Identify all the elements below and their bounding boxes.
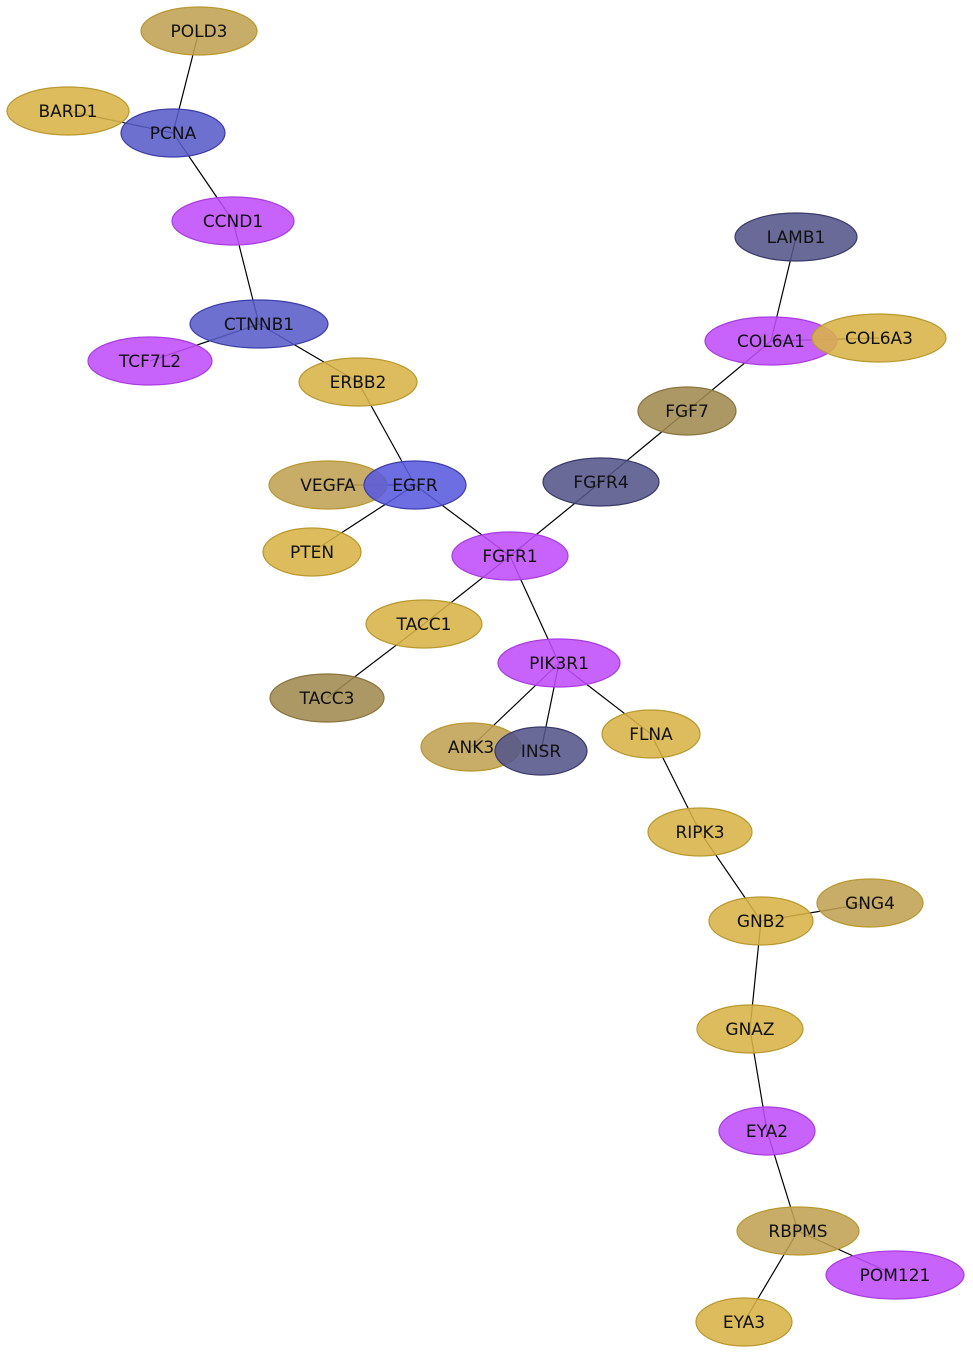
node-ellipse-fgfr1 (451, 531, 569, 581)
node-ellipse-col6a3 (811, 313, 947, 363)
node-tacc3[interactable]: TACC3 (269, 673, 385, 723)
node-ellipse-ctnnb1 (189, 299, 329, 349)
node-ellipse-gng4 (816, 878, 924, 928)
node-label-pten: PTEN (290, 543, 334, 563)
node-label-insr: INSR (521, 742, 562, 762)
node-ellipse-fgfr4 (542, 457, 660, 507)
node-ellipse-insr (494, 726, 588, 776)
node-insr[interactable]: INSR (494, 726, 588, 776)
node-label-rbpms: RBPMS (768, 1222, 827, 1242)
node-label-pik3r1: PIK3R1 (529, 654, 589, 674)
node-ellipse-pik3r1 (497, 638, 621, 688)
node-ripk3[interactable]: RIPK3 (647, 807, 753, 857)
node-fgfr1[interactable]: FGFR1 (451, 531, 569, 581)
node-label-ccnd1: CCND1 (203, 212, 263, 232)
node-label-ripk3: RIPK3 (675, 823, 724, 843)
node-label-pcna: PCNA (150, 124, 197, 144)
node-eya2[interactable]: EYA2 (718, 1106, 816, 1156)
node-pom121[interactable]: POM121 (825, 1250, 965, 1300)
node-tacc1[interactable]: TACC1 (365, 599, 483, 649)
node-fgf7[interactable]: FGF7 (637, 386, 737, 436)
node-ccnd1[interactable]: CCND1 (171, 196, 295, 246)
node-label-vegfa: VEGFA (300, 476, 356, 496)
node-tcf7l2[interactable]: TCF7L2 (87, 336, 213, 386)
node-ellipse-tacc1 (365, 599, 483, 649)
node-ank3[interactable]: ANK3 (420, 722, 522, 772)
node-label-fgfr1: FGFR1 (482, 547, 537, 567)
node-eya3[interactable]: EYA3 (695, 1297, 793, 1347)
node-ellipse-rbpms (736, 1206, 860, 1256)
node-erbb2[interactable]: ERBB2 (298, 357, 418, 407)
node-label-pold3: POLD3 (170, 22, 227, 42)
node-fgfr4[interactable]: FGFR4 (542, 457, 660, 507)
node-ellipse-gnb2 (708, 896, 814, 946)
node-egfr[interactable]: EGFR (363, 460, 467, 510)
node-ellipse-tcf7l2 (87, 336, 213, 386)
node-ellipse-gnaz (696, 1004, 804, 1054)
node-pik3r1[interactable]: PIK3R1 (497, 638, 621, 688)
node-gnaz[interactable]: GNAZ (696, 1004, 804, 1054)
node-ctnnb1[interactable]: CTNNB1 (189, 299, 329, 349)
node-ellipse-eya3 (695, 1297, 793, 1347)
node-pcna[interactable]: PCNA (120, 108, 226, 158)
node-pold3[interactable]: POLD3 (140, 6, 258, 56)
node-label-fgfr4: FGFR4 (573, 473, 628, 493)
node-pten[interactable]: PTEN (262, 527, 362, 577)
node-label-lamb1: LAMB1 (767, 228, 826, 248)
node-label-ank3: ANK3 (448, 738, 494, 758)
node-label-erbb2: ERBB2 (330, 373, 387, 393)
node-gnb2[interactable]: GNB2 (708, 896, 814, 946)
node-ellipse-erbb2 (298, 357, 418, 407)
node-ellipse-pcna (120, 108, 226, 158)
node-gng4[interactable]: GNG4 (816, 878, 924, 928)
node-label-col6a1: COL6A1 (737, 332, 805, 352)
node-flna[interactable]: FLNA (601, 709, 701, 759)
node-ellipse-pom121 (825, 1250, 965, 1300)
node-label-egfr: EGFR (392, 476, 438, 496)
node-col6a1[interactable]: COL6A1 (704, 316, 838, 366)
node-ellipse-egfr (363, 460, 467, 510)
node-label-bard1: BARD1 (38, 102, 97, 122)
node-label-tacc3: TACC3 (299, 689, 355, 709)
node-ellipse-lamb1 (734, 212, 858, 262)
node-label-gnaz: GNAZ (725, 1020, 774, 1040)
node-label-eya3: EYA3 (723, 1313, 765, 1333)
node-ellipse-pten (262, 527, 362, 577)
node-rbpms[interactable]: RBPMS (736, 1206, 860, 1256)
node-ellipse-ripk3 (647, 807, 753, 857)
node-label-tacc1: TACC1 (396, 615, 452, 635)
node-vegfa[interactable]: VEGFA (268, 460, 388, 510)
node-label-fgf7: FGF7 (665, 402, 709, 422)
node-label-pom121: POM121 (860, 1266, 931, 1286)
node-ellipse-pold3 (140, 6, 258, 56)
node-lamb1[interactable]: LAMB1 (734, 212, 858, 262)
node-ellipse-bard1 (6, 86, 130, 136)
node-bard1[interactable]: BARD1 (6, 86, 130, 136)
node-label-gng4: GNG4 (845, 894, 895, 914)
node-label-tcf7l2: TCF7L2 (118, 352, 181, 372)
node-ellipse-eya2 (718, 1106, 816, 1156)
node-ellipse-tacc3 (269, 673, 385, 723)
node-label-gnb2: GNB2 (737, 912, 785, 932)
node-ellipse-ccnd1 (171, 196, 295, 246)
node-ellipse-fgf7 (637, 386, 737, 436)
node-col6a3[interactable]: COL6A3 (811, 313, 947, 363)
node-label-ctnnb1: CTNNB1 (224, 315, 294, 335)
node-ellipse-flna (601, 709, 701, 759)
node-label-flna: FLNA (629, 725, 673, 745)
node-label-eya2: EYA2 (746, 1122, 788, 1142)
node-label-col6a3: COL6A3 (845, 329, 913, 349)
